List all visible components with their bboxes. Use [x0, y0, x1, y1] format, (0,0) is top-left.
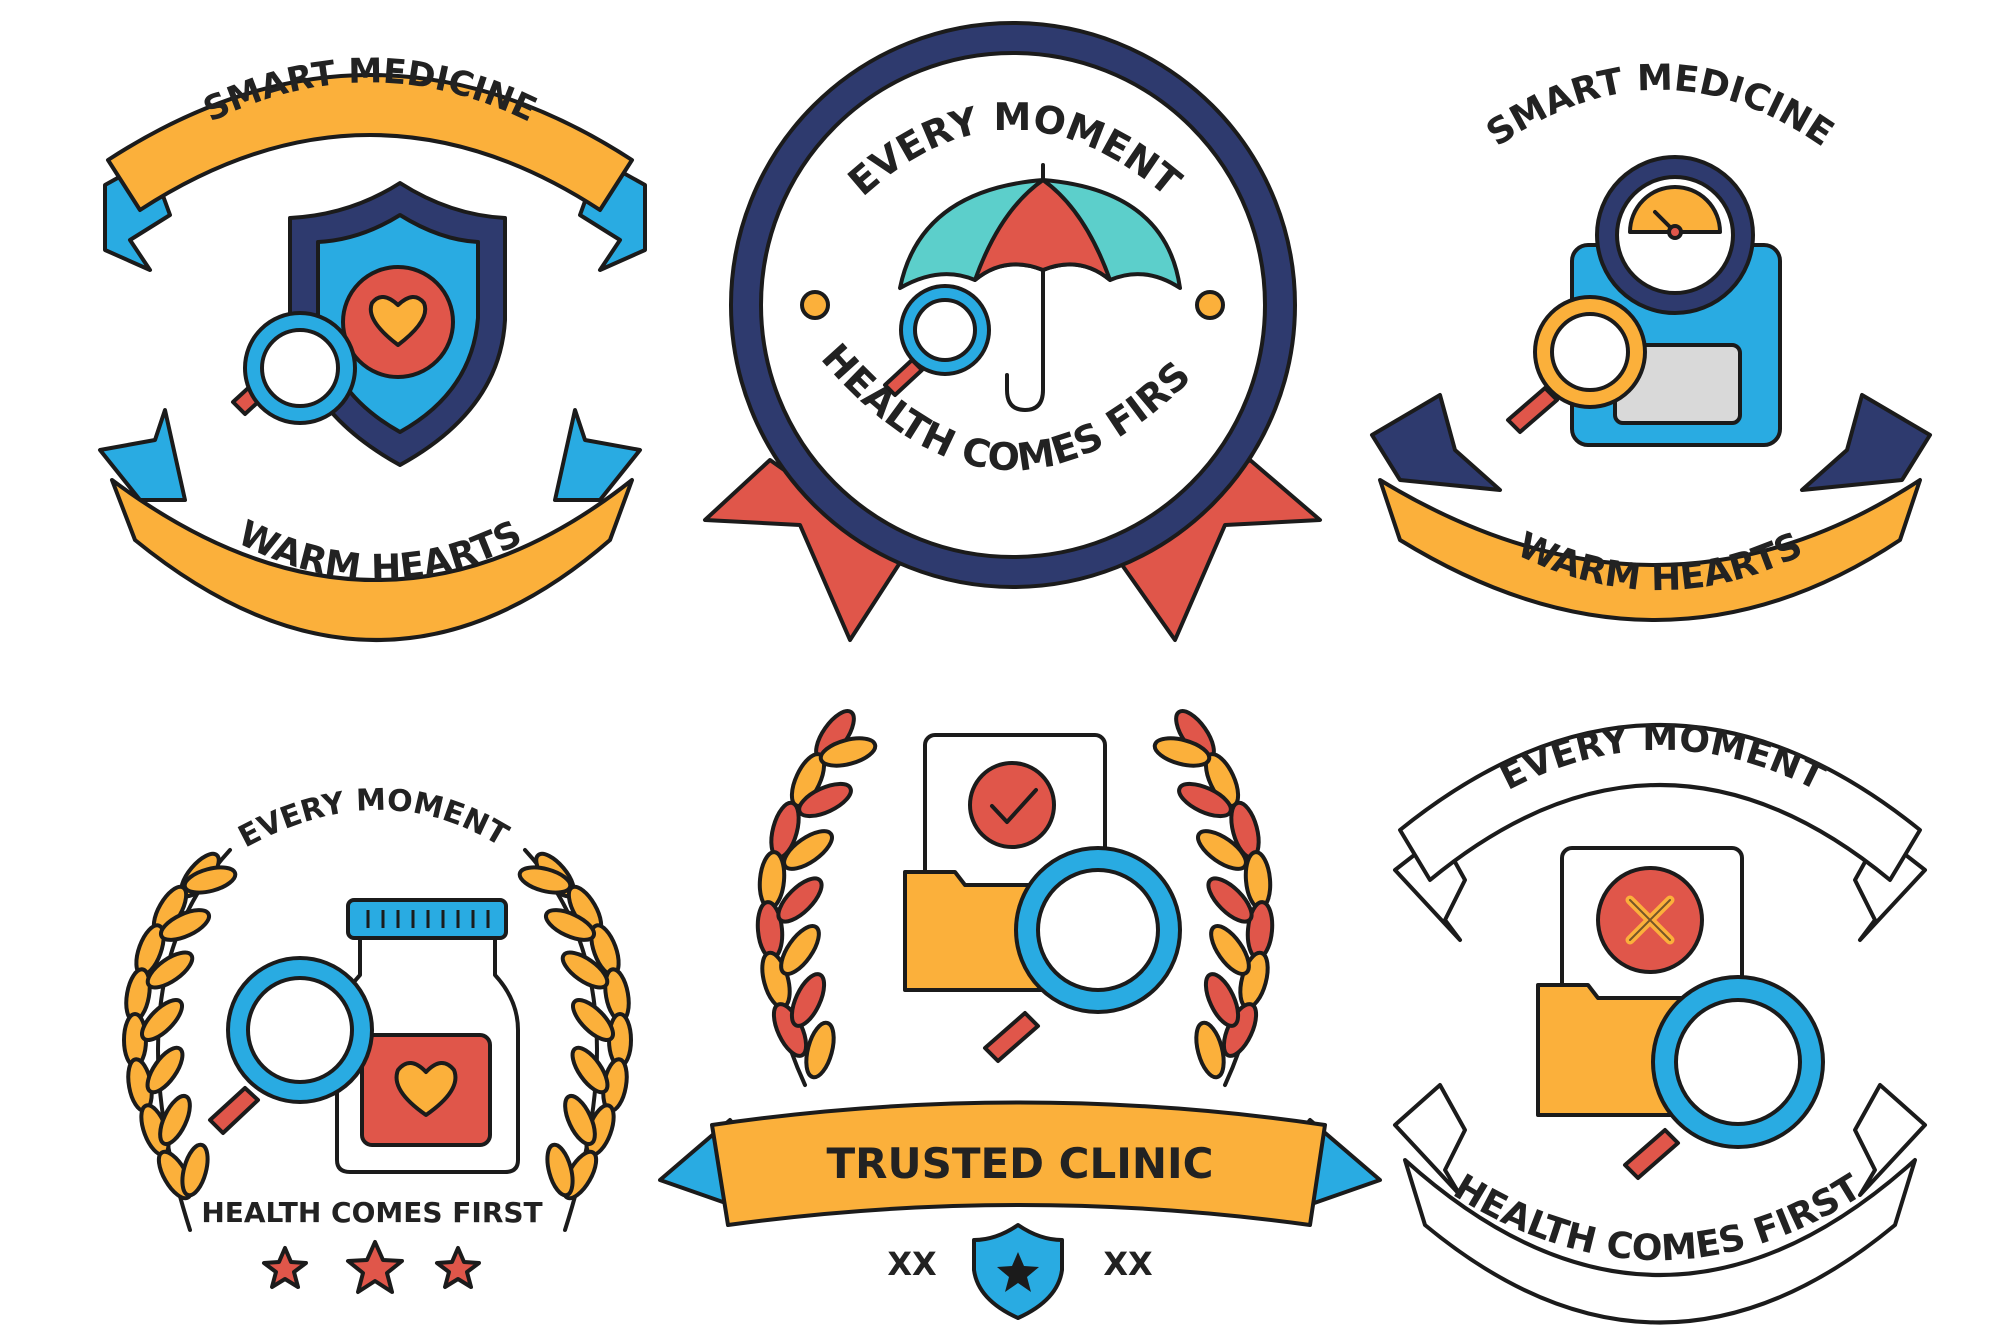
badge-trusted-clinic: TRUSTED CLINIC XX XX [658, 709, 1382, 1320]
badge-every-moment-document: EVERY MOMENT HEALTH COMES FIRST [1393, 718, 1927, 1325]
magnifier-icon [1506, 295, 1647, 434]
badge4-top-text: EVERY MOMENT [233, 783, 515, 855]
shield-heart-icon [288, 181, 507, 467]
badge-smart-medicine-scale: SMART MEDICINE WARM HEARTS [1370, 58, 1932, 622]
badge4-bottom-text: HEALTH COMES FIRST [201, 1196, 542, 1229]
magnifier-icon [208, 956, 374, 1135]
star-icon [262, 1240, 481, 1294]
laurel-icon [122, 848, 633, 1232]
trusted-clinic-banner-text: TRUSTED CLINIC [827, 1139, 1214, 1188]
umbrella-icon [898, 163, 1182, 412]
shield-star-icon [972, 1223, 1064, 1320]
left-mark-text: XX [887, 1245, 937, 1283]
right-mark-text: XX [1103, 1245, 1153, 1283]
laurel-icon [755, 709, 1275, 1087]
magnifier-icon [1623, 975, 1825, 1180]
magnifier-icon [983, 846, 1182, 1063]
badge-smart-medicine-shield: SMART MEDICINE WARM HEARTS [98, 51, 647, 642]
badge3-top-text: SMART MEDICINE [1479, 58, 1840, 155]
magnifier-icon [883, 284, 991, 397]
badge-every-moment-jar: EVERY MOMENT [122, 783, 633, 1294]
magnifier-icon [231, 311, 357, 425]
